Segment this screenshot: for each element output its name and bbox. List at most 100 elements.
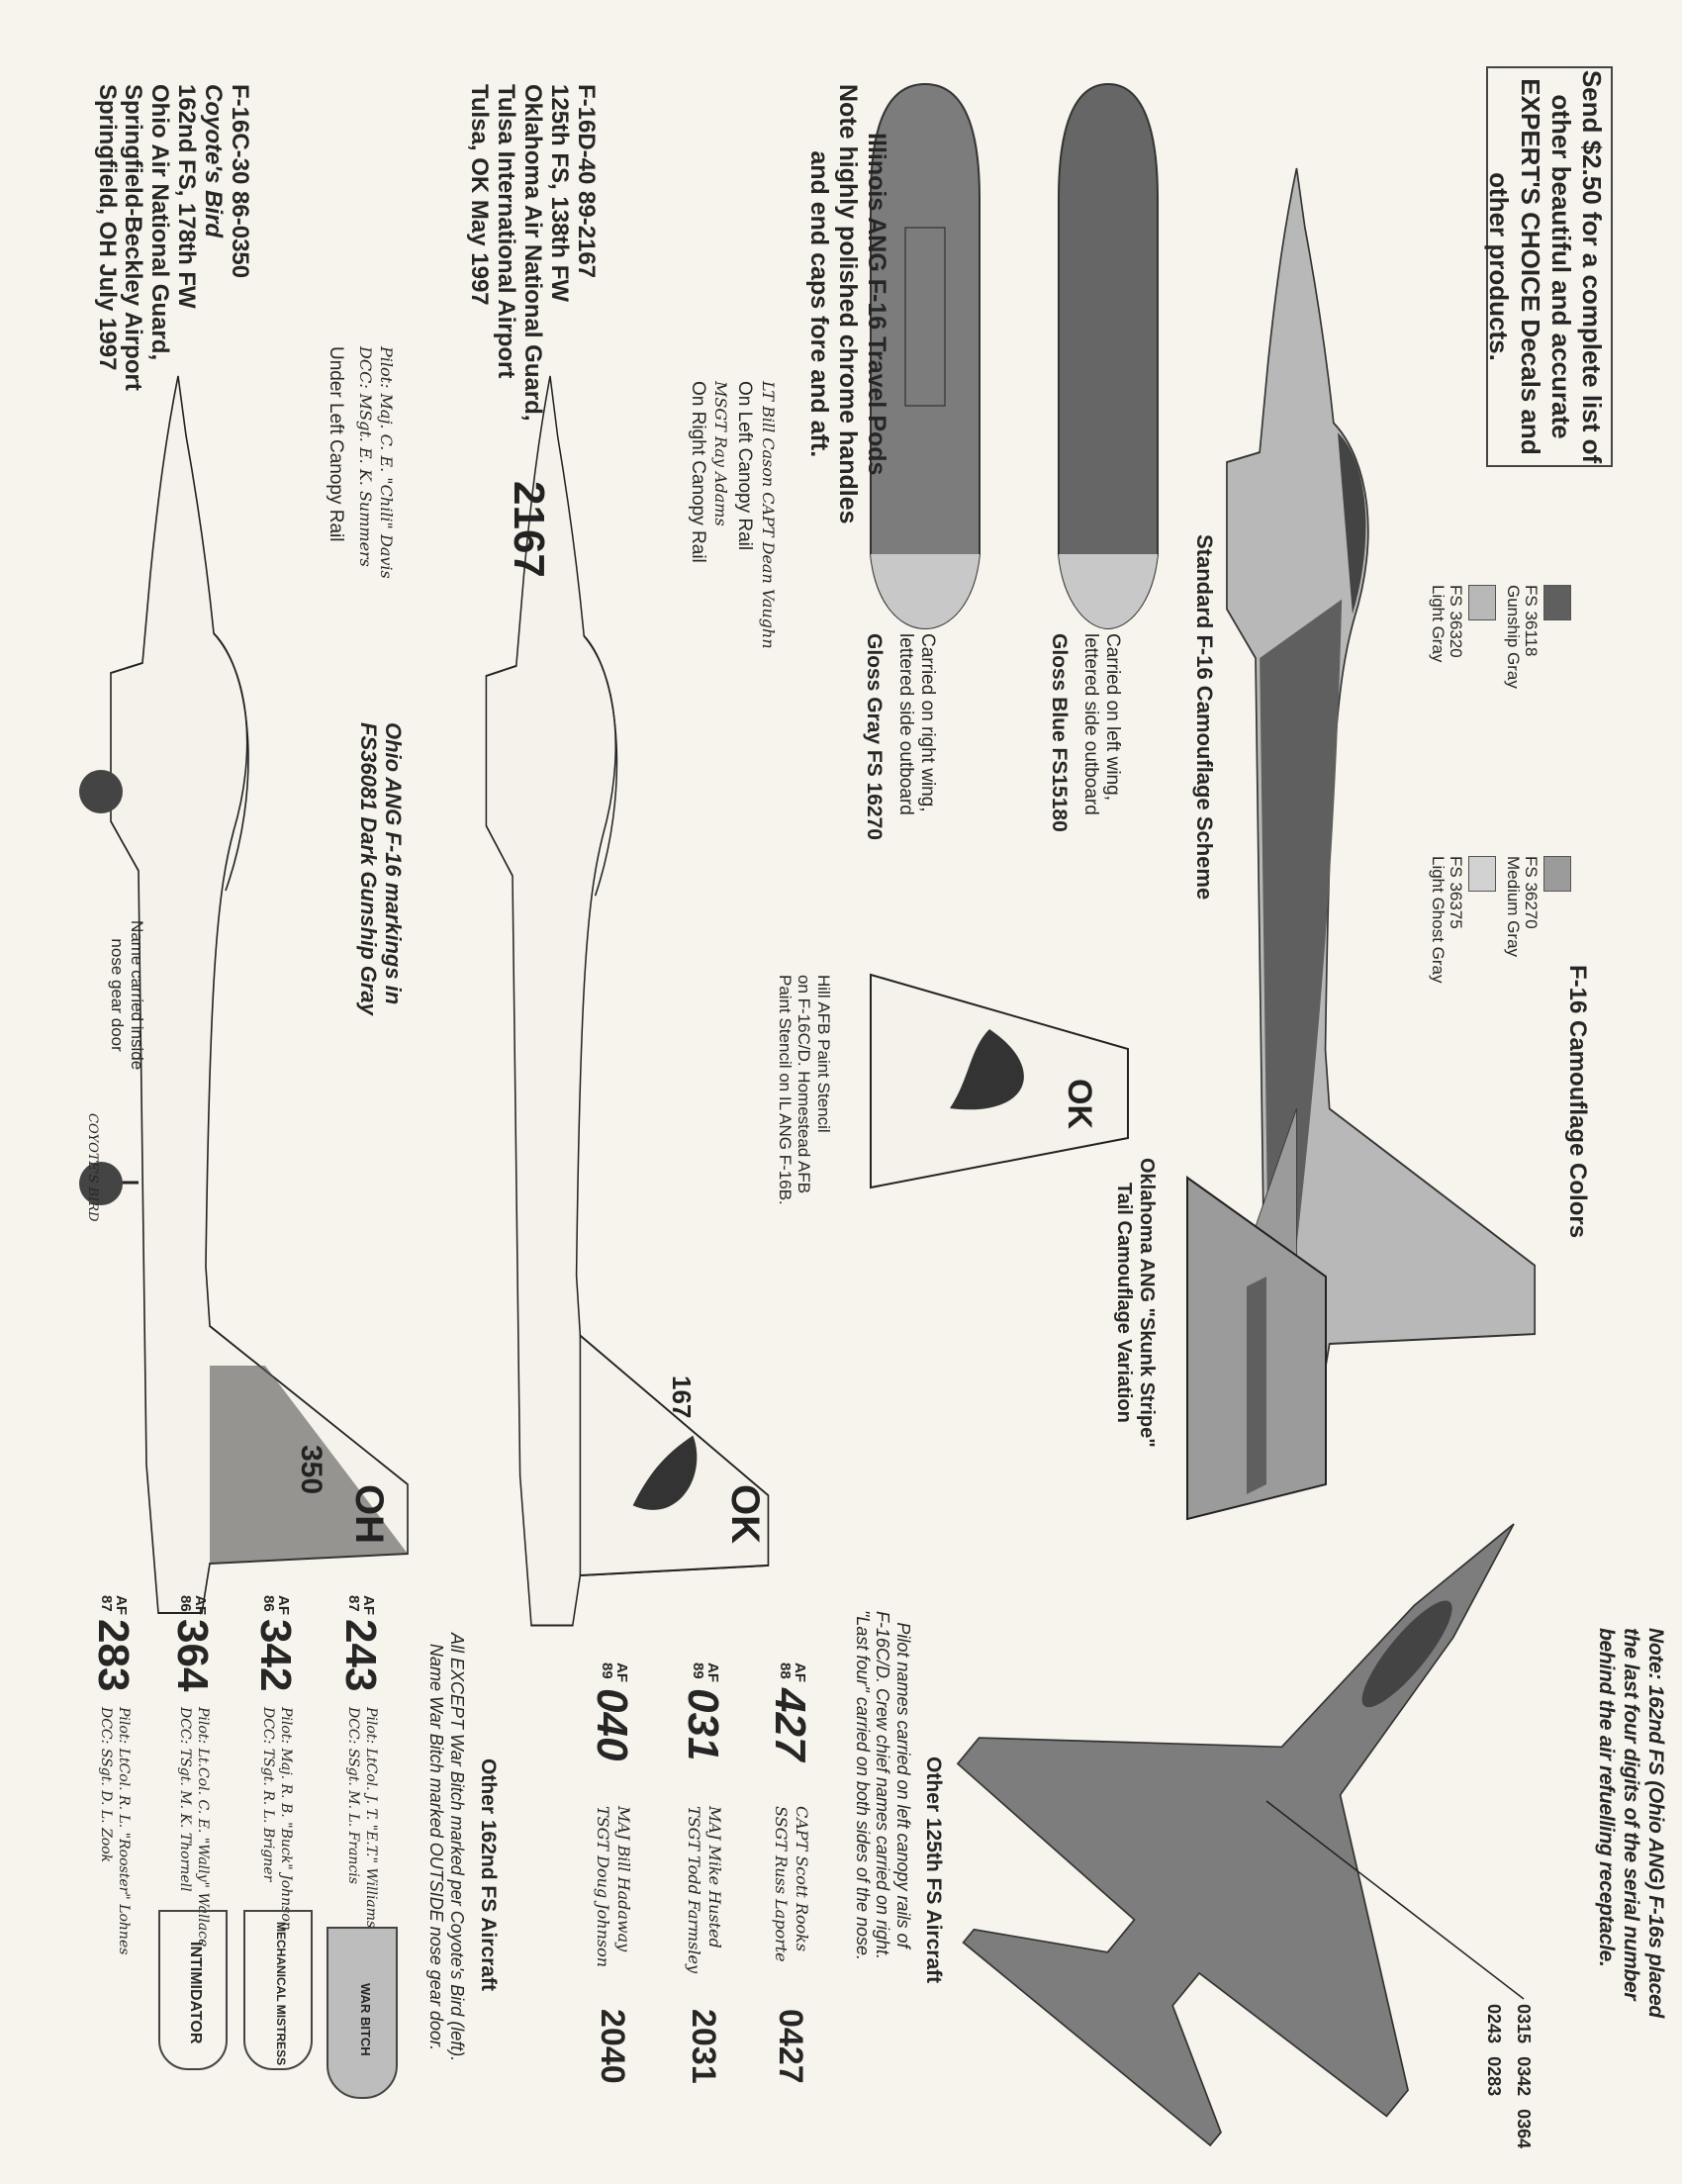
right-pod-note: Carried on right wing,lettered side outb… xyxy=(894,633,938,815)
pods-left-note_lines-1: lettered side outboard xyxy=(1080,633,1102,815)
other162-rows-0-num: 243 xyxy=(336,1619,385,1692)
ohio_aircraft-heading_lines-1: FS36081 Dark Gunship Gray xyxy=(355,722,381,1015)
swatch-name: Medium Gray xyxy=(1504,856,1524,958)
standard-scheme-title: Standard F-16 Camouflage Scheme xyxy=(1192,534,1217,901)
ok_aircraft-crew_right: MSGT Ray Adams xyxy=(711,381,731,526)
promo-line: other beautiful and accurate xyxy=(1545,94,1576,439)
other125-rows-1-num: 031 xyxy=(679,1688,727,1761)
other125-rows-2-num: 040 xyxy=(588,1688,636,1761)
ohio_aircraft-lines-2: 162nd FS, 178th FW xyxy=(173,84,201,309)
other125-rows-2-pilot: MAJ Bill Hadaway xyxy=(614,1806,633,1952)
promo-line: other products. xyxy=(1484,172,1515,361)
other162-rows-0-af: AF xyxy=(360,1595,377,1615)
swatch-name: Light Ghost Gray xyxy=(1429,856,1448,984)
swatch-gunship-gray xyxy=(1543,585,1571,620)
serials-row-2: 0243 0283 xyxy=(1483,2004,1504,2096)
other125-note_lines-2: "Last four" carried on both sides of the… xyxy=(852,1610,873,1960)
top-view-f16 xyxy=(956,1523,1515,2147)
nose-number-2167: 2167 xyxy=(505,481,553,578)
ohio_aircraft-pilot: Pilot: Maj. C. E. "Chili" Davis xyxy=(377,346,396,579)
ohio_aircraft-lines-4: Springfield-Beckley Airport xyxy=(120,84,147,391)
main-wheel xyxy=(79,1162,123,1205)
note162-serials_row1-1: 0342 xyxy=(1514,2056,1534,2097)
other125-note_lines-1: F-16C/D. Crew chief names carried on rig… xyxy=(873,1610,893,1960)
ok_aircraft-lines-2: Oklahoma Air National Guard, xyxy=(519,84,547,422)
ok_aircraft-lines-1: 125th FS, 138th FW xyxy=(546,84,574,303)
other162-rows-1-num: 342 xyxy=(251,1619,300,1692)
other-162nd-title: Other 162nd FS Aircraft xyxy=(477,1758,500,1991)
other162-rows-0-pilot: Pilot: LtCol. J. T. "E.T." Williams xyxy=(363,1707,379,1929)
ohio_aircraft-dcc: DCC: MSgt. E. K. Summers xyxy=(356,346,376,567)
note162-serials_row1-2: 0364 xyxy=(1514,2109,1534,2149)
other125-rows-0-last4: 0427 xyxy=(772,2009,809,2084)
swatch-code: FS 36320 xyxy=(1447,585,1465,658)
nose-art-coyotes-bird: COYOTE'S BIRD xyxy=(85,1113,100,1222)
other125-rows-0-pilot: CAPT Scott Rooks xyxy=(793,1806,811,1952)
note162-serials_row1-0: 0315 xyxy=(1514,2004,1534,2044)
swatch-name: Light Gray xyxy=(1429,585,1448,663)
other162-rows-1-af: AF xyxy=(275,1595,292,1615)
ohio_aircraft-lines-0: F-16C-30 86-0350 xyxy=(227,84,253,279)
other125-note_lines-0: Pilot names carried on left canopy rails… xyxy=(893,1622,913,1948)
pods-left-note_lines-0: Carried on left wing, xyxy=(1102,633,1123,801)
war-bitch-nose-gear-door: WAR BITCH xyxy=(327,1927,398,2099)
oh-tail-serial: 350 xyxy=(295,1445,327,1494)
other162-rows-1-dcc: DCC: TSgt. R. L. Brigner xyxy=(259,1707,276,1882)
ok-tail-serial: 167 xyxy=(667,1376,697,1418)
other125-rows-2-yr: 89 xyxy=(599,1662,615,1679)
pods-title_lines-1: Note highly polished chrome handles xyxy=(834,84,863,524)
note162-lines-2: behind the air refuelling receptacle. xyxy=(1594,1628,1618,1967)
ok_aircraft-crew_left: LT Bill Cason CAPT Dean Vaughn xyxy=(759,381,778,649)
ohio_aircraft-lines-5: Springfield, OH July 1997 xyxy=(93,84,121,371)
other162-rows-3-num: 283 xyxy=(89,1619,138,1692)
patch-label: INTIMIDATOR xyxy=(187,1942,204,2044)
other125-rows-1-pilot: MAJ Mike Husted xyxy=(705,1806,724,1948)
other125-rows-2-last4: 2040 xyxy=(594,2009,631,2084)
note162-serials_row2-0: 0243 xyxy=(1484,2004,1504,2044)
skunk-stripe-tail-view xyxy=(1186,1176,1327,1521)
other162-rows-1-pilot: Pilot: Maj. R. B. "Buck" Johnson xyxy=(278,1707,294,1931)
other125-rows-2-chief: TSGT Doug Johnson xyxy=(594,1806,613,1968)
note162-lines-1: the last four digits of the serial numbe… xyxy=(1619,1628,1642,2001)
pods-right-note_lines-0: Carried on right wing, xyxy=(917,633,938,812)
other162-rows-2-dcc: DCC: TSgt. M. K. Thornell xyxy=(176,1707,193,1892)
ohio_aircraft-lines-3: Ohio Air National Guard, xyxy=(146,84,174,361)
right-pod-color: Gloss Gray FS 16270 xyxy=(863,633,886,840)
leader-line xyxy=(1265,1800,1525,2000)
left-pod-color: Gloss Blue FS15180 xyxy=(1048,633,1071,832)
other162-rows-3-dcc: DCC: SSgt. D. L. Zook xyxy=(97,1707,114,1863)
intimidator-nose-gear-door: INTIMIDATOR xyxy=(158,1910,228,2070)
oklahoma-f16d-side-view xyxy=(485,374,770,1627)
swatch-code: FS 36118 xyxy=(1522,585,1541,657)
other125-rows-0-af: AF xyxy=(792,1662,808,1682)
left-pod-note: Carried on left wing,lettered side outbo… xyxy=(1079,633,1123,815)
other162-rows-3-pilot: Pilot: LtCol. R. L. "Rooster" Lohnes xyxy=(116,1707,132,1955)
hill_stencil-lines-0: Hill AFB Paint Stencil xyxy=(814,975,833,1133)
patch-label: WAR BITCH xyxy=(358,1983,373,2056)
note162-serials_row2-1: 0283 xyxy=(1484,2056,1504,2097)
ok-tail-code: OK xyxy=(723,1484,767,1544)
ok_aircraft-lines-3: Tulsa International Airport xyxy=(493,84,520,379)
other162-rows-0-yr: 87 xyxy=(345,1595,362,1612)
other162-rows-2-num: 364 xyxy=(168,1619,217,1692)
skunk-lines-1: Tail Camouflage Variation xyxy=(1113,1182,1135,1423)
other125-rows-1-af: AF xyxy=(704,1662,721,1682)
other162-rows-2-yr: 86 xyxy=(177,1595,194,1612)
travel-pod-gray xyxy=(870,82,981,630)
serials-row-1: 0315 0342 0364 xyxy=(1513,2004,1534,2148)
travel-pod-blue xyxy=(1058,82,1159,630)
other162-rows-1-yr: 86 xyxy=(260,1595,277,1612)
hill_stencil-lines-1: on F-16C/D. Homestead AFB xyxy=(794,975,814,1194)
ohio_aircraft-heading_lines-0: Ohio ANG F-16 markings in xyxy=(381,722,406,1005)
